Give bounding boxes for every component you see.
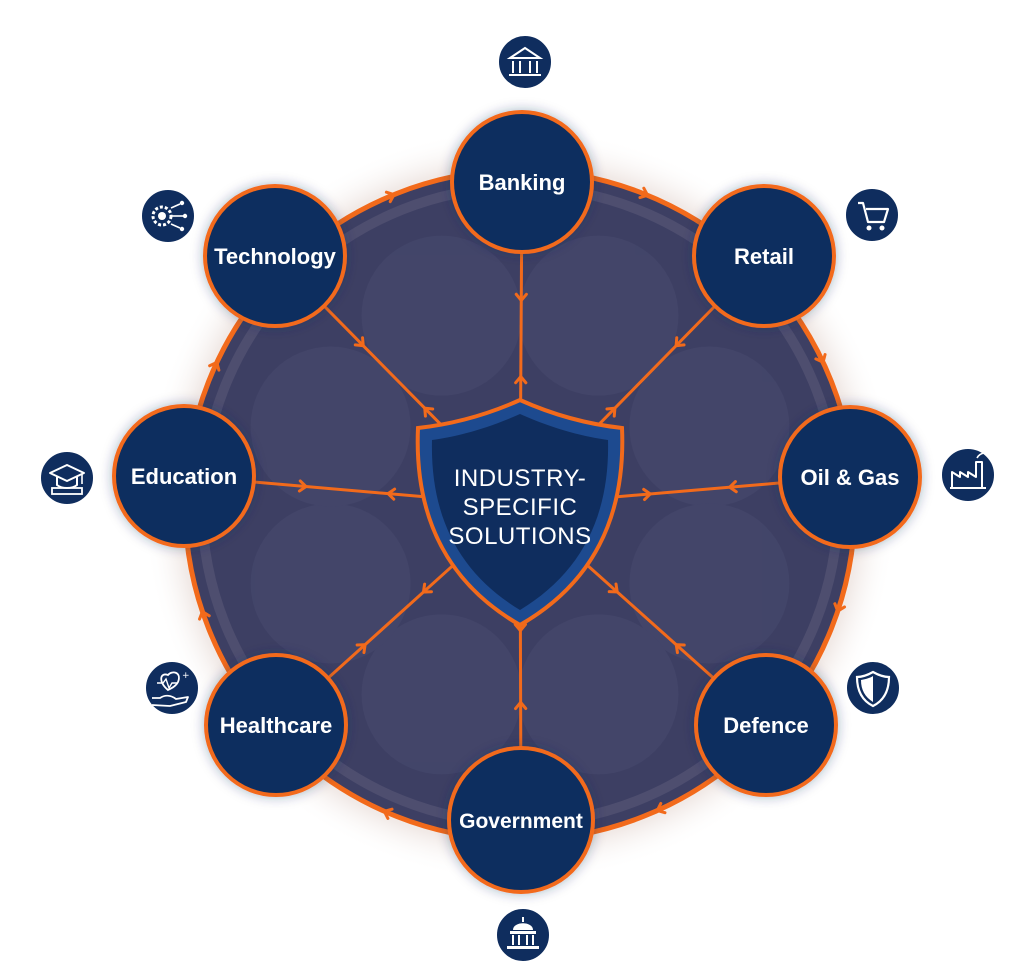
ring-arrows xyxy=(198,186,847,820)
node-label: Retail xyxy=(734,244,794,269)
node-label: Oil & Gas xyxy=(800,465,899,490)
node-education[interactable]: Education xyxy=(112,404,256,548)
industry-nodes: Banking Retail Oil & Gas Defence Governm… xyxy=(112,110,922,894)
arrow-chevron xyxy=(727,480,738,494)
spoke-line xyxy=(578,557,715,680)
arrow-chevron xyxy=(674,643,686,655)
node-label: Education xyxy=(131,464,237,489)
node-oil-gas[interactable]: Oil & Gas xyxy=(778,405,922,549)
background-cell xyxy=(250,346,411,507)
arrow-chevron xyxy=(514,292,528,303)
arrow-chevron xyxy=(353,336,365,348)
center-shield: INDUSTRY- SPECIFIC SOLUTIONS xyxy=(415,397,625,628)
node-label: Technology xyxy=(214,244,337,269)
arrow-chevron xyxy=(208,360,221,372)
background-cell xyxy=(361,235,522,396)
node-government[interactable]: Government xyxy=(447,746,595,894)
arrow-chevron xyxy=(833,602,847,614)
arrow-chevron xyxy=(814,353,827,365)
bank-building-icon xyxy=(497,34,553,90)
arrow-chevron xyxy=(514,374,528,385)
node-circle xyxy=(450,110,594,254)
arrow-chevron xyxy=(382,807,394,820)
center-title-line-2: SPECIFIC xyxy=(463,494,578,521)
graduation-cap-icon xyxy=(39,450,95,506)
node-technology[interactable]: Technology xyxy=(203,184,347,328)
shield-inner xyxy=(431,414,609,610)
arrow-chevron xyxy=(297,479,309,493)
arrow-chevron xyxy=(655,801,667,815)
gear-circuit-icon xyxy=(140,188,196,244)
arrow-chevron xyxy=(674,336,686,348)
node-label: Government xyxy=(459,810,583,833)
node-circle xyxy=(204,653,348,797)
heart-hand-icon: + xyxy=(144,660,200,716)
node-healthcare[interactable]: Healthcare xyxy=(204,653,348,797)
arrow-chevron xyxy=(607,582,619,594)
node-label: Defence xyxy=(723,713,809,738)
arrow-chevron xyxy=(385,487,397,501)
arrow-chevron xyxy=(423,406,435,418)
node-circle xyxy=(694,653,838,797)
center-title-line-3: SOLUTIONS xyxy=(448,523,591,550)
node-label: Healthcare xyxy=(220,713,333,738)
node-retail[interactable]: Retail xyxy=(692,184,836,328)
arrow-chevron xyxy=(355,643,367,655)
background-cell xyxy=(361,614,522,775)
node-circle xyxy=(692,184,836,328)
background-cell xyxy=(250,503,411,664)
node-label: Banking xyxy=(479,170,566,195)
background-cell xyxy=(629,346,790,507)
capitol-building-icon xyxy=(495,907,551,963)
node-circle xyxy=(112,404,256,548)
arrow-chevron xyxy=(198,609,211,621)
shield-icon xyxy=(845,660,901,716)
background-cell xyxy=(518,614,679,775)
factory-icon xyxy=(940,447,996,503)
arrow-chevron xyxy=(642,487,653,502)
background-cells xyxy=(250,235,790,775)
arrow-chevron xyxy=(638,186,650,200)
spoke-line xyxy=(326,557,462,680)
spoke-line xyxy=(253,480,441,500)
background-cell xyxy=(629,503,790,664)
arrow-chevron xyxy=(513,622,527,633)
spoke-line xyxy=(599,481,781,500)
node-defence[interactable]: Defence xyxy=(694,653,838,797)
arrow-chevron xyxy=(384,190,397,204)
icon-badges: + xyxy=(39,34,996,963)
shopping-cart-icon xyxy=(844,187,900,243)
spokes xyxy=(253,251,781,749)
center-title-line-1: INDUSTRY- xyxy=(454,465,587,492)
arrow-chevron xyxy=(421,582,433,594)
arrow-chevron xyxy=(605,406,617,418)
node-circle xyxy=(203,184,347,328)
svg-text:+: + xyxy=(182,671,190,681)
arrow-chevron xyxy=(514,700,528,711)
background-cell xyxy=(518,235,679,396)
node-circle xyxy=(447,746,595,894)
node-banking[interactable]: Banking xyxy=(450,110,594,254)
spoke-line xyxy=(518,251,524,426)
node-circle xyxy=(778,405,922,549)
